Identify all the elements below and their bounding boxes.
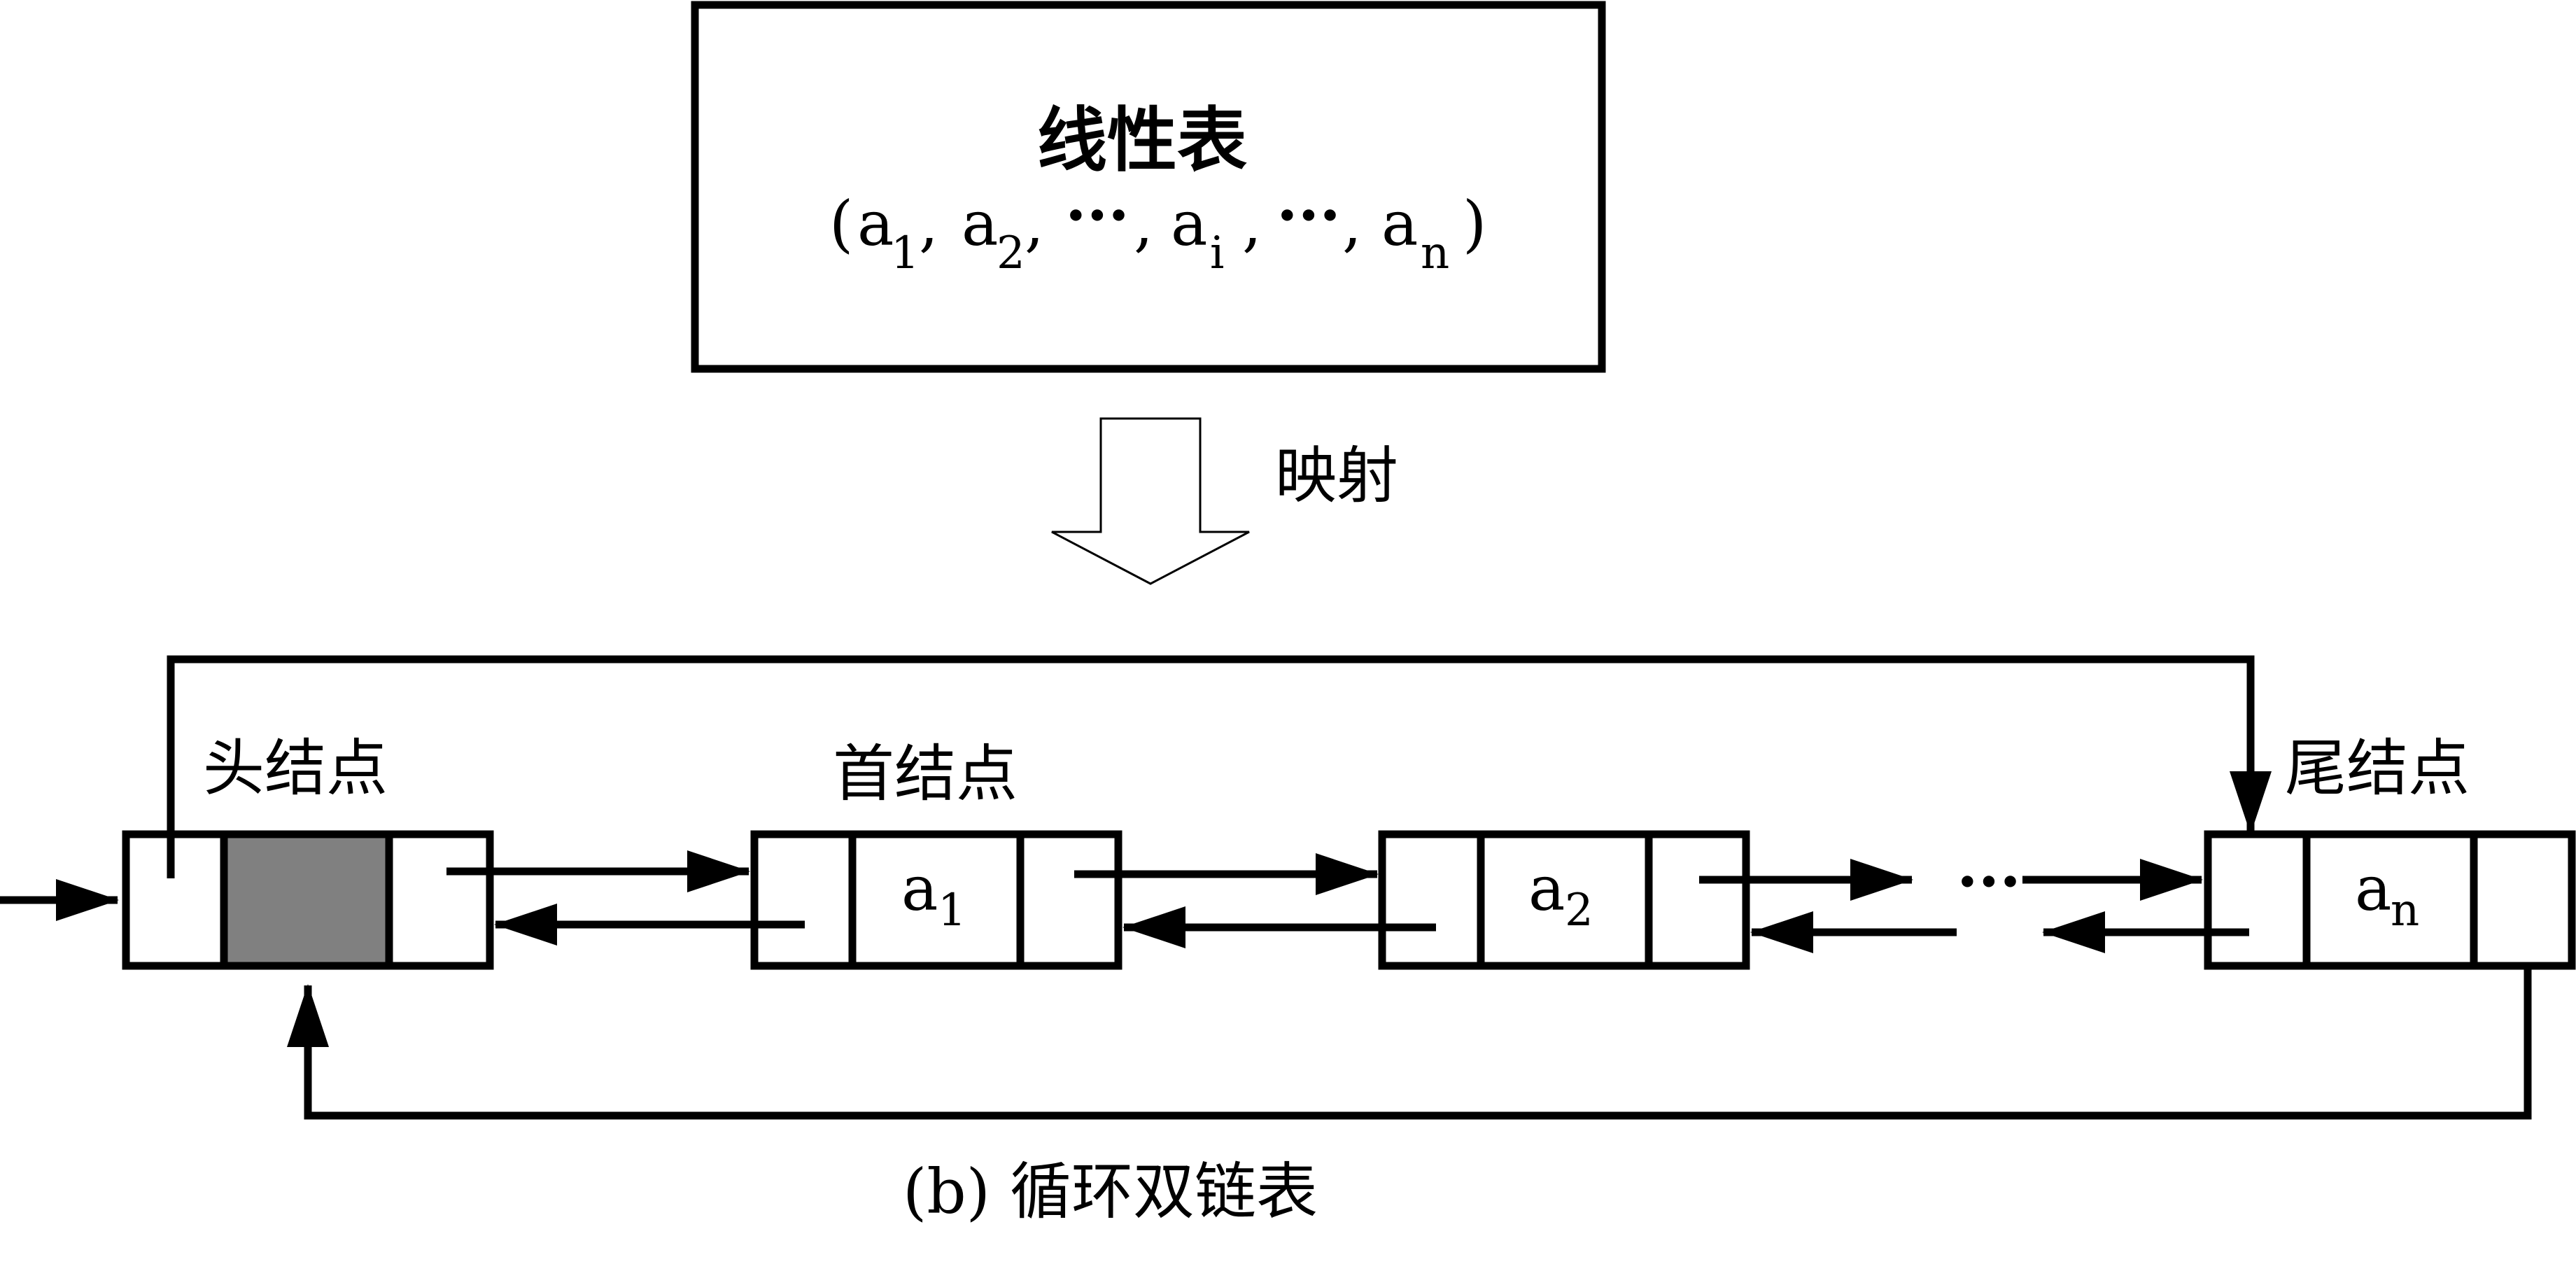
figure-caption: (b) 循环双链表 bbox=[903, 1156, 1318, 1228]
seq-element-an: a bbox=[1381, 188, 1418, 260]
seq-comma-3: , bbox=[1134, 188, 1153, 260]
seq-ellipsis-2: ··· bbox=[1276, 178, 1341, 251]
seq-element-a2: a bbox=[962, 188, 998, 260]
seq-element-an-sub: n bbox=[1421, 227, 1449, 279]
seq-open-paren: ( bbox=[829, 188, 853, 260]
node-a2-frame bbox=[1378, 830, 1750, 970]
head-to-tail-wrap-arrow bbox=[167, 655, 2272, 878]
head-node bbox=[122, 830, 494, 970]
head-node-label: 头结点 bbox=[203, 732, 388, 804]
wrap-links bbox=[167, 655, 2532, 1120]
node-an-value-sub: n bbox=[2391, 885, 2419, 936]
tail-node-label: 尾结点 bbox=[2285, 732, 2470, 804]
node-an-value: a bbox=[2355, 852, 2391, 925]
node-an: a n bbox=[2204, 830, 2576, 970]
node-a1-value-sub: 1 bbox=[938, 885, 966, 936]
node-a1-frame bbox=[750, 830, 1122, 970]
head-node-frame bbox=[122, 830, 494, 970]
seq-comma-4: , bbox=[1242, 188, 1262, 260]
seq-element-a1: a bbox=[857, 188, 894, 260]
seq-comma-1: , bbox=[919, 188, 938, 260]
seq-element-a2-sub: 2 bbox=[997, 227, 1025, 279]
link-arrows bbox=[0, 850, 2249, 953]
seq-element-ai: a bbox=[1171, 188, 1207, 260]
seq-close-paren: ) bbox=[1463, 188, 1486, 260]
node-a2: a 2 bbox=[1378, 830, 1750, 970]
head-node-data-cell bbox=[224, 834, 389, 966]
node-a1-value: a bbox=[901, 852, 938, 925]
seq-comma-5: , bbox=[1342, 188, 1362, 260]
hollow-down-arrow-icon bbox=[1051, 417, 1250, 585]
seq-element-ai-sub: i bbox=[1210, 227, 1224, 279]
tail-to-head-wrap-arrow bbox=[287, 910, 2532, 1120]
node-a2-value: a bbox=[1528, 852, 1565, 925]
node-a2-value-sub: 2 bbox=[1565, 885, 1593, 936]
seq-element-a1-sub: 1 bbox=[891, 227, 920, 279]
first-node-label: 首结点 bbox=[833, 738, 1018, 810]
linear-list-title: 线性表 bbox=[1037, 99, 1247, 181]
seq-ellipsis-1: ··· bbox=[1065, 178, 1129, 251]
linear-list-box: 线性表 ( a 1 , a 2 , ··· , a i , ··· , a n … bbox=[691, 1, 1606, 373]
node-a1: a 1 bbox=[750, 830, 1122, 970]
seq-comma-2: , bbox=[1025, 188, 1044, 260]
mapping-arrow: 映射 bbox=[1051, 417, 1398, 585]
linear-list-frame bbox=[691, 1, 1606, 373]
linear-list-sequence: ( a 1 , a 2 , ··· , a i , ··· , a n ) bbox=[829, 178, 1486, 279]
node-an-frame bbox=[2204, 830, 2576, 970]
mapping-label: 映射 bbox=[1275, 440, 1398, 512]
gap-ellipsis: ··· bbox=[1957, 845, 2021, 918]
